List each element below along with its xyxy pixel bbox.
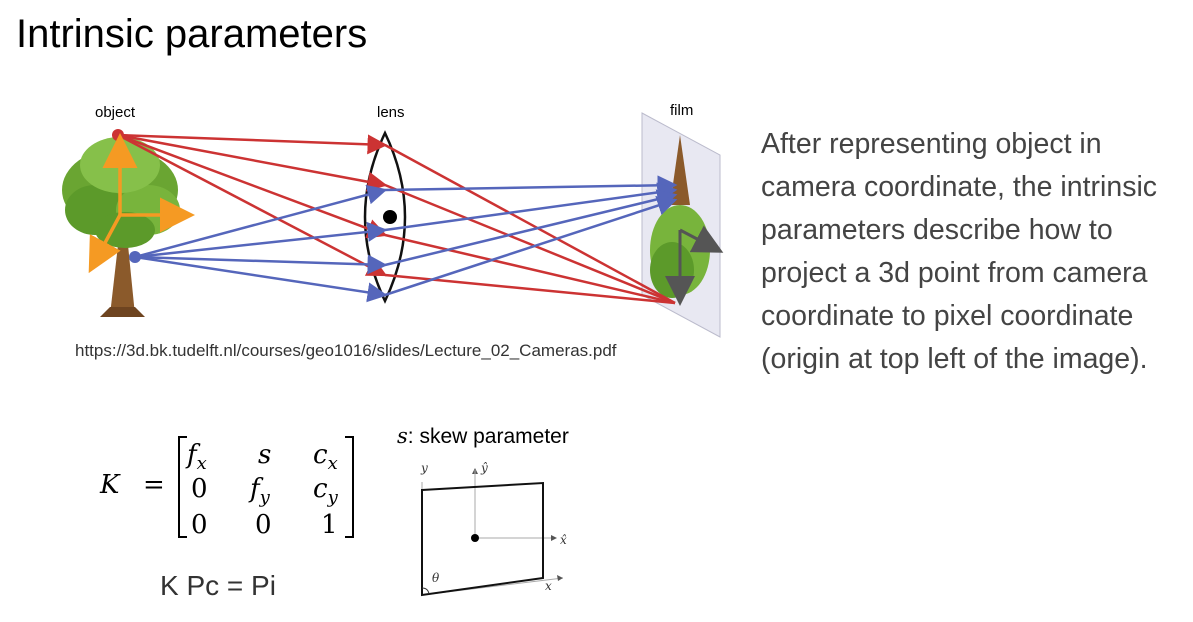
description-text: After representing object in camera coor… [761,128,1158,375]
camera-axes [88,133,195,274]
lens-label: lens [377,104,405,121]
page-title: Intrinsic parameters [16,12,368,56]
cell-cy: cy [313,474,339,508]
object-label: object [95,104,136,121]
skewed-image-plane [421,481,544,597]
source-url[interactable]: https://3d.bk.tudelft.nl/courses/geo1016… [75,341,617,360]
xhat-label: x̂ [560,533,567,547]
cell-0-b: 0 [191,510,208,540]
skew-label-text: : skew parameter [407,425,569,448]
cell-fy: fy [248,474,271,508]
blue-rays [134,175,678,303]
skew-diagram: y ŷ x̂ x θ [420,461,567,597]
cell-fx: fx [185,440,207,474]
projection-equation: K Pc = Pi [160,570,276,601]
yhat-label: ŷ [480,461,488,475]
pinhole-lens-diagram: object lens film [62,102,724,338]
cell-1: 1 [321,510,338,540]
film-plane [641,112,721,338]
object-point [112,129,124,141]
red-rays [117,133,676,305]
theta-label: θ [432,571,440,585]
object-bottom-point [129,251,141,263]
cell-cx: cx [313,440,338,474]
cell-0-c: 0 [255,510,272,540]
cell-0-a: 0 [191,474,208,504]
skew-label: s: skew parameter [397,424,569,449]
skew-symbol: s [397,424,408,448]
y-label: y [420,461,428,475]
image-axes [665,225,724,306]
matrix-lhs: K [99,470,121,500]
principal-point [471,534,479,542]
lens-center-dot [383,210,397,224]
x-label: x [545,579,552,593]
intrinsic-matrix: K = fx s cx 0 fy cy 0 0 1 [99,436,354,540]
matrix-equals: = [143,470,165,500]
cell-s: s [258,440,271,470]
film-label: film [670,102,693,119]
